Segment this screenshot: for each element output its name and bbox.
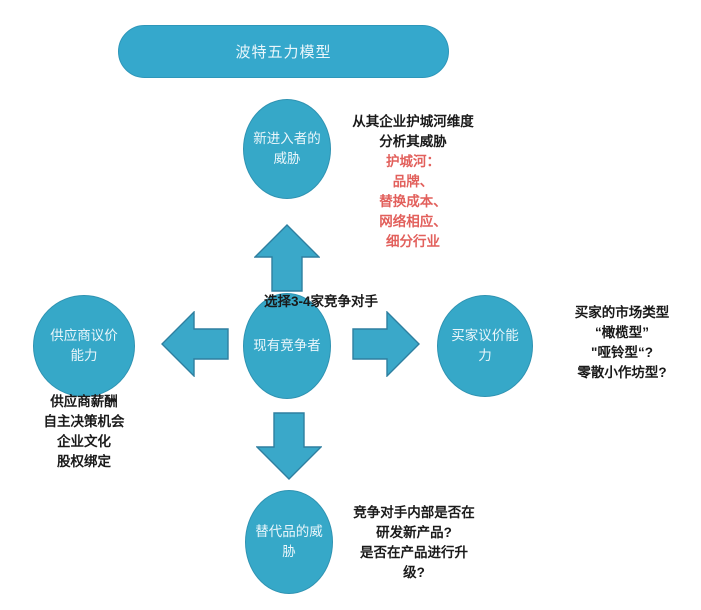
node-label: 供应商议价 能力 <box>50 328 118 363</box>
annotation-substitutes-note: 竞争对手内部是否在 研发新产品? 是否在产品进行升 级? <box>353 505 475 580</box>
arrow-down-to-substitutes <box>256 412 322 480</box>
annotation-rivalry-note: 选择3-4家竞争对手 <box>264 294 379 309</box>
annotation-suppliers-note: 供应商薪酬 自主决策机会 企业文化 股权绑定 <box>43 394 125 469</box>
node-existing-competitors[interactable]: 现有竞争者 <box>243 293 331 399</box>
node-bargaining-power-of-buyers[interactable]: 买家议价能 力 <box>437 295 533 397</box>
annotation-new-entrants-moat-list: 护城河： 品牌、 替换成本、 网络相应、 细分行业 <box>379 154 447 249</box>
annotation-buyers-note: 买家的市场类型 “橄榄型” "哑铃型“? 零散小作坊型? <box>574 305 670 380</box>
arrow-up-to-new-entrants <box>254 224 320 292</box>
page-title: 波特五力模型 <box>235 44 332 61</box>
node-threat-of-substitutes[interactable]: 替代品的威 胁 <box>245 490 333 594</box>
arrow-left-to-suppliers <box>161 311 229 377</box>
node-label: 现有竞争者 <box>253 338 321 354</box>
node-label: 买家议价能 力 <box>451 328 519 363</box>
node-label: 新进入者的 威胁 <box>253 131 321 166</box>
annotation-new-entrants-heading: 从其企业护城河维度 分析其威胁 <box>352 114 474 149</box>
diagram-title-pill: 波特五力模型 <box>118 25 449 78</box>
node-bargaining-power-of-suppliers[interactable]: 供应商议价 能力 <box>33 295 135 397</box>
node-label: 替代品的威 胁 <box>255 524 323 559</box>
node-threat-of-new-entrants[interactable]: 新进入者的 威胁 <box>243 99 331 199</box>
arrow-right-to-buyers <box>352 311 420 377</box>
